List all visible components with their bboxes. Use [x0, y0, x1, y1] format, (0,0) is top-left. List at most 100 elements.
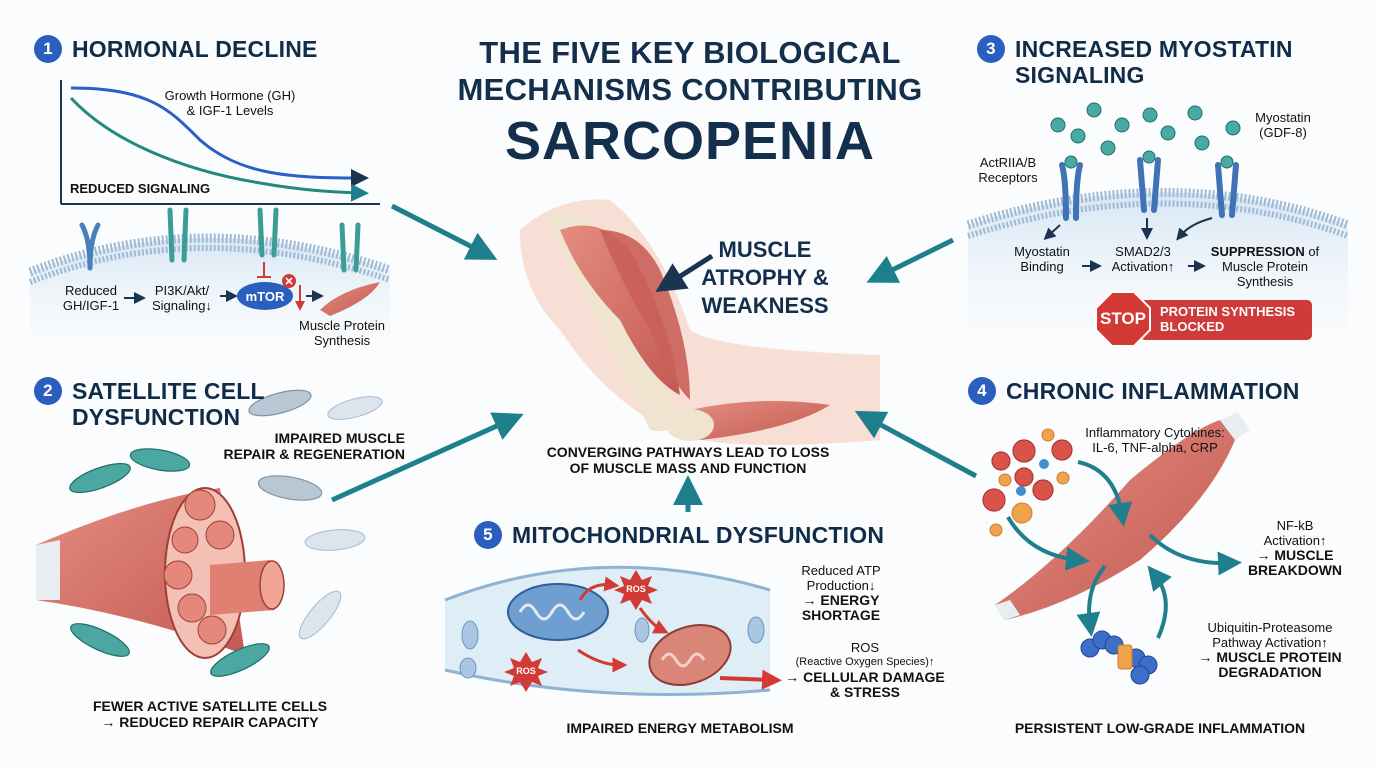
myostatin-cell-membrane — [966, 102, 1350, 347]
footer-line-2: → REDUCED REPAIR CAPACITY — [101, 714, 319, 730]
ups-line-1: Ubiquitin-Proteasome — [1207, 620, 1333, 635]
curve-label-line-2: & IGF-1 Levels — [186, 103, 274, 118]
title-line-3: SARCOPENIA — [504, 111, 876, 171]
myo-step3-line-2: Muscle Protein — [1222, 259, 1308, 274]
section-5-title: MITOCHONDRIAL DYSFUNCTION — [512, 522, 885, 548]
gh-curve — [70, 86, 369, 187]
section-2-number-badge: 2 — [34, 377, 62, 405]
receptor-line-1: ActRIIA/B — [979, 155, 1037, 170]
outcome-label: MUSCLE ATROPHY & WEAKNESS — [700, 236, 830, 320]
section-1-heading: 1 HORMONAL DECLINE — [34, 35, 318, 63]
impaired-repair-note: IMPAIRED MUSCLE REPAIR & REGENERATION — [205, 430, 406, 462]
mitochondrial-footer: IMPAIRED ENERGY METABOLISM — [566, 720, 794, 736]
summary-line-2: OF MUSCLE MASS AND FUNCTION — [569, 460, 807, 476]
section-3-title-line-2: SIGNALING — [1015, 62, 1145, 88]
reduced-signaling-label: REDUCED SIGNALING — [70, 181, 211, 196]
nfkb-line-1: NF-kB — [1276, 518, 1314, 533]
step-pi3k-akt: PI3K/Akt/ Signaling↓ — [142, 283, 222, 313]
atp-line-3: → ENERGY — [802, 592, 880, 608]
curve-label-line-1: Growth Hormone (GH) — [164, 88, 296, 103]
mtor-node: mTOR — [245, 289, 285, 304]
step-myostatin-binding: Myostatin Binding — [1002, 244, 1082, 274]
hormone-decline-graph — [60, 80, 380, 205]
ubiquitin-proteasome-label: Ubiquitin-Proteasome Pathway Activation↑… — [1180, 620, 1360, 680]
section-2-heading: 2 SATELLITE CELL DYSFUNCTION — [34, 377, 265, 430]
myo-step3-line-1: SUPPRESSION of — [1200, 244, 1330, 259]
myo-step2-line-2: Activation↑ — [1111, 259, 1175, 274]
ros-badge-bottom: ROS — [516, 666, 536, 676]
step-smad-activation: SMAD2/3 Activation↑ — [1098, 244, 1188, 274]
title-line-2: MECHANISMS CONTRIBUTING — [457, 72, 923, 107]
suppression-bold: SUPPRESSION — [1210, 244, 1305, 259]
section-4-number-badge: 4 — [968, 377, 996, 405]
ros-line-4: & STRESS — [829, 684, 900, 700]
step-muscle-protein-synthesis: Muscle Protein Synthesis — [292, 318, 392, 348]
ligand-line-2: (GDF-8) — [1259, 125, 1307, 140]
ups-line-4: DEGRADATION — [1218, 664, 1322, 680]
section-3-heading: 3 INCREASED MYOSTATIN SIGNALING — [977, 35, 1293, 88]
receptor-label: ActRIIA/B Receptors — [968, 155, 1048, 185]
igf1-curve — [69, 96, 369, 202]
converging-arrows — [330, 203, 978, 512]
nfkb-activation-label: NF-kB Activation↑ → MUSCLE BREAKDOWN — [1240, 518, 1350, 578]
ros-badge-top: ROS — [626, 584, 646, 594]
arm-muscle-illustration — [520, 199, 880, 445]
ups-line-2: Pathway Activation↑ — [1212, 635, 1328, 650]
myo-step1-line-2: Binding — [1020, 259, 1064, 274]
section-2-title-line-1: SATELLITE CELL — [72, 378, 265, 404]
section-4-heading: 4 CHRONIC INFLAMMATION — [968, 377, 1300, 405]
converging-summary: CONVERGING PATHWAYS LEAD TO LOSS OF MUSC… — [528, 444, 848, 476]
step4-line-1: Muscle Protein — [299, 318, 385, 333]
stop-sign-icon: STOP — [1100, 309, 1146, 328]
outcome-line-2: ATROPHY & — [701, 265, 829, 290]
satellite-footer: FEWER ACTIVE SATELLITE CELLS → REDUCED R… — [60, 698, 360, 730]
footer-line-1: FEWER ACTIVE SATELLITE CELLS — [92, 698, 328, 714]
myo-step1-line-1: Myostatin — [1014, 244, 1070, 259]
step-suppression: SUPPRESSION of Muscle Protein Synthesis — [1200, 244, 1330, 289]
step4-line-2: Synthesis — [313, 333, 371, 348]
step-reduced-gh-igf1: Reduced GH/IGF-1 — [56, 283, 126, 313]
ligand-line-1: Myostatin — [1255, 110, 1311, 125]
section-2-title: SATELLITE CELL DYSFUNCTION — [72, 378, 265, 430]
title-line-1: THE FIVE KEY BIOLOGICAL — [479, 35, 901, 70]
hormone-cell-membrane — [28, 207, 392, 350]
outcome-line-3: WEAKNESS — [701, 293, 829, 318]
section-2-title-line-2: DYSFUNCTION — [72, 404, 241, 430]
step2-line-2: Signaling↓ — [152, 298, 212, 313]
section-1-title: HORMONAL DECLINE — [72, 36, 318, 62]
cytokines-line-2: IL-6, TNF-alpha, CRP — [1092, 440, 1218, 455]
ros-line-1: ROS — [850, 640, 880, 655]
inflammation-footer: PERSISTENT LOW-GRADE INFLAMMATION — [1014, 720, 1306, 736]
note-line-1: IMPAIRED MUSCLE — [274, 430, 405, 446]
summary-line-1: CONVERGING PATHWAYS LEAD TO LOSS — [546, 444, 830, 460]
nfkb-line-3: → MUSCLE — [1256, 547, 1334, 563]
outcome-line-1: MUSCLE — [718, 237, 812, 262]
cytokines-label: Inflammatory Cytokines: IL-6, TNF-alpha,… — [1070, 425, 1240, 455]
atp-line-1: Reduced ATP — [801, 563, 881, 578]
section-5-number-badge: 5 — [474, 521, 502, 549]
section-5-heading: 5 MITOCHONDRIAL DYSFUNCTION — [474, 521, 885, 549]
protein-synthesis-blocked-banner: PROTEIN SYNTHESIS BLOCKED — [1160, 304, 1310, 334]
section-3-title-line-1: INCREASED MYOSTATIN — [1015, 36, 1293, 62]
cytokines-line-1: Inflammatory Cytokines: — [1085, 425, 1225, 440]
step1-line-1: Reduced — [64, 283, 118, 298]
ups-line-3: → MUSCLE PROTEIN — [1198, 649, 1342, 665]
nfkb-line-2: Activation↑ — [1263, 533, 1327, 548]
section-4-title: CHRONIC INFLAMMATION — [1006, 378, 1300, 404]
ros-damage-label: ROS (Reactive Oxygen Species)↑ → CELLULA… — [770, 640, 960, 700]
myo-step2-line-1: SMAD2/3 — [1115, 244, 1171, 259]
myo-step3-line-3: Synthesis — [1236, 274, 1294, 289]
myostatin-ligand-label: Myostatin (GDF-8) — [1238, 110, 1328, 140]
section-3-title: INCREASED MYOSTATIN SIGNALING — [1015, 36, 1293, 88]
suppression-rest: of — [1304, 244, 1320, 259]
atp-line-4: SHORTAGE — [801, 607, 881, 623]
section-3-number-badge: 3 — [977, 35, 1005, 63]
muscle-fiber-cross-section — [36, 389, 383, 677]
note-line-2: REPAIR & REGENERATION — [223, 446, 406, 462]
section-1-number-badge: 1 — [34, 35, 62, 63]
hormone-curve-label: Growth Hormone (GH) & IGF-1 Levels — [140, 88, 320, 118]
step1-line-2: GH/IGF-1 — [62, 298, 120, 313]
ros-line-3: → CELLULAR DAMAGE — [785, 669, 945, 685]
inflammation-illustration — [982, 412, 1250, 685]
